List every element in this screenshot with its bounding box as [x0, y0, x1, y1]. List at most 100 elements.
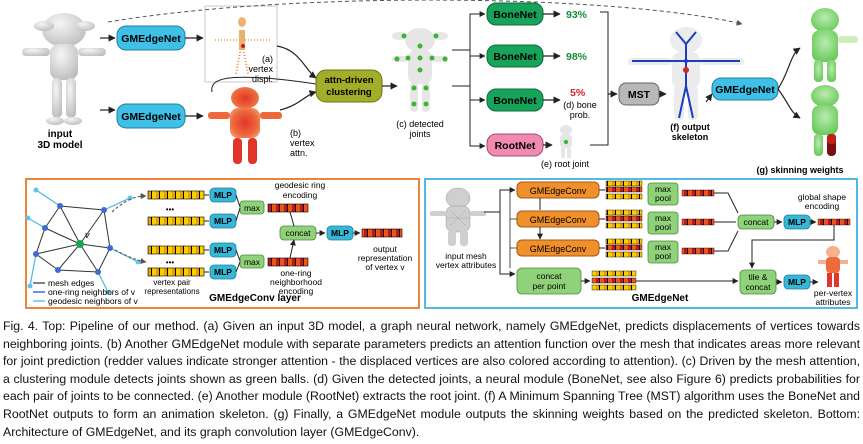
output-representation-bar: [361, 228, 403, 238]
attention-model-figure: [208, 87, 282, 164]
bonenet-label-2: BoneNet: [493, 51, 537, 63]
per-vertex-label-b: attributes: [816, 297, 851, 307]
conv-mlp-label-3: MLP: [214, 245, 232, 255]
output-rep-label-b: representation: [358, 253, 413, 263]
vertex-pair-label-a: vertex pair: [153, 278, 191, 287]
gmedgenet-label-displacement: GMEdgeNet: [121, 33, 181, 45]
pipeline-figure: input 3D model GMEdgeNet GMEdgeNet (a) v…: [22, 0, 858, 309]
feature-bar-2: [147, 216, 205, 226]
max-pool-label-1b: pool: [655, 193, 671, 203]
output-skeleton-label-a: (f) output: [670, 122, 709, 132]
gmedgenet-frame: [424, 178, 858, 309]
bone-prob-label-b: prob.: [570, 110, 591, 120]
feature-bar-1: [147, 190, 205, 200]
root-joint-label: (e) root joint: [541, 159, 590, 169]
max-label-geodesic: max: [244, 203, 261, 213]
max-box-onering: [239, 254, 265, 269]
conv-mlps: [209, 187, 237, 280]
max-box-geodesic: [239, 200, 265, 215]
gmedgeconv-label-2: GMEdgeConv: [530, 215, 587, 225]
global-shape-label-a: global shape: [798, 192, 846, 202]
gmedgeconv-label-3: GMEdgeConv: [530, 244, 587, 254]
vertex-displ-label-c: displ.: [252, 74, 273, 84]
dots-2: •••: [166, 258, 175, 267]
output-skeleton-label-b: skeleton: [672, 132, 709, 142]
edgenet-mlp-global-label: MLP: [788, 217, 806, 227]
bonenet-label-3: BoneNet: [493, 95, 537, 107]
global-shape-label-b: encoding: [805, 201, 840, 211]
gmedgeconv-title: GMEdgeConv layer: [209, 293, 301, 304]
geodesic-encoding-bar: [267, 203, 309, 213]
max-pool-box-2: [647, 211, 679, 235]
vertex-displ-label-b: vertex: [248, 64, 273, 74]
per-point-bars: [591, 270, 637, 291]
pooled-bars: [681, 189, 715, 255]
per-vertex-label-a: per-vertex: [814, 288, 853, 298]
vertex-attn-label-b: vertex: [290, 138, 315, 148]
skinning-weights-label: (g) skinning weights: [757, 165, 844, 175]
onering-enc-label-a: one-ring: [280, 268, 311, 278]
concat-per-point-label-a: concat: [536, 271, 562, 281]
legend-one-ring: one-ring neighbors of v: [48, 287, 136, 297]
global-shape-bar: [817, 218, 851, 226]
geodesic-enc-label-b: encoding: [283, 190, 318, 200]
gmedgenet-label-skinning: GMEdgeNet: [715, 84, 775, 96]
skinning-figure-2: [811, 85, 839, 156]
dots-1: •••: [166, 205, 175, 214]
conv-mlp-label-2: MLP: [214, 216, 232, 226]
conv-mlp-label-4: MLP: [214, 267, 232, 277]
geodesic-enc-label-a: geodesic ring: [275, 180, 326, 190]
legend-mesh-edges: mesh edges: [48, 278, 94, 288]
output-skeleton-figure: [628, 27, 744, 120]
feature-bar-4: [147, 267, 205, 277]
max-pool-label-3b: pool: [655, 251, 671, 261]
max-label-onering: max: [244, 257, 261, 267]
tile-concat-label-a: tile &: [749, 272, 768, 282]
clustering-label-b: clustering: [326, 87, 372, 98]
detected-joints-label-a: (c) detected: [396, 119, 444, 129]
onering-enc-label-c: encoding: [279, 286, 314, 296]
vertex-pair-label-b: representations: [144, 287, 199, 296]
detected-joints-label-b: joints: [408, 129, 431, 139]
gmedgeconv-frame: [25, 178, 420, 309]
vertex-v-label: v: [85, 230, 90, 240]
max-pool-label-2b: pool: [655, 222, 671, 232]
edgenet-concat-label: concat: [743, 217, 769, 227]
root-joint-figure: [560, 125, 572, 158]
vertex-displ-label-a: (a): [262, 54, 273, 64]
bonenet-label-1: BoneNet: [493, 9, 537, 21]
bone-prob-3: 5%: [570, 87, 586, 99]
displacement-points: [215, 17, 270, 75]
gmedgeconv-label-1: GMEdgeConv: [530, 186, 587, 196]
concat-per-point-label-b: per point: [532, 281, 566, 291]
bone-prob-2: 98%: [566, 51, 588, 63]
gmedgenet-title: GMEdgeNet: [632, 293, 689, 304]
rootnet-label: RootNet: [495, 140, 536, 152]
input-label-2: 3D model: [37, 140, 82, 151]
bone-prob-1: 93%: [566, 9, 588, 21]
edgenet-feature-stacks: [605, 180, 643, 258]
input-model-figure: [22, 13, 106, 125]
max-pool-label-2a: max: [655, 213, 672, 223]
legend-geodesic: geodesic neighbors of v: [48, 296, 139, 306]
gmedgenet-label-attention: GMEdgeNet: [121, 111, 181, 123]
vertex-attn-label-a: (b): [290, 128, 301, 138]
max-pool-box-3: [647, 240, 679, 264]
bone-prob-label-a: (d) bone: [563, 100, 597, 110]
conv-legend: [33, 282, 45, 302]
onering-encoding-bar: [267, 257, 309, 267]
per-vertex-figure: [818, 246, 848, 287]
detected-joints-figure: [392, 28, 448, 112]
caption-text: Fig. 4. Top: Pipeline of our method. (a)…: [3, 319, 860, 439]
input-mesh-label-a: input mesh: [445, 251, 487, 261]
edgenet-mlp-final-label: MLP: [788, 277, 806, 287]
input-mesh-figure: [430, 187, 486, 246]
output-rep-label-a: output: [373, 244, 397, 254]
input-label: input: [48, 129, 73, 140]
mesh-graph: [25, 187, 141, 295]
tile-concat-label-b: concat: [745, 282, 771, 292]
skinning-figure-1: [811, 8, 858, 82]
vertex-attn-label-c: attn.: [290, 148, 308, 158]
conv-mlp-label-1: MLP: [214, 190, 232, 200]
output-rep-label-c: of vertex v: [365, 262, 405, 272]
